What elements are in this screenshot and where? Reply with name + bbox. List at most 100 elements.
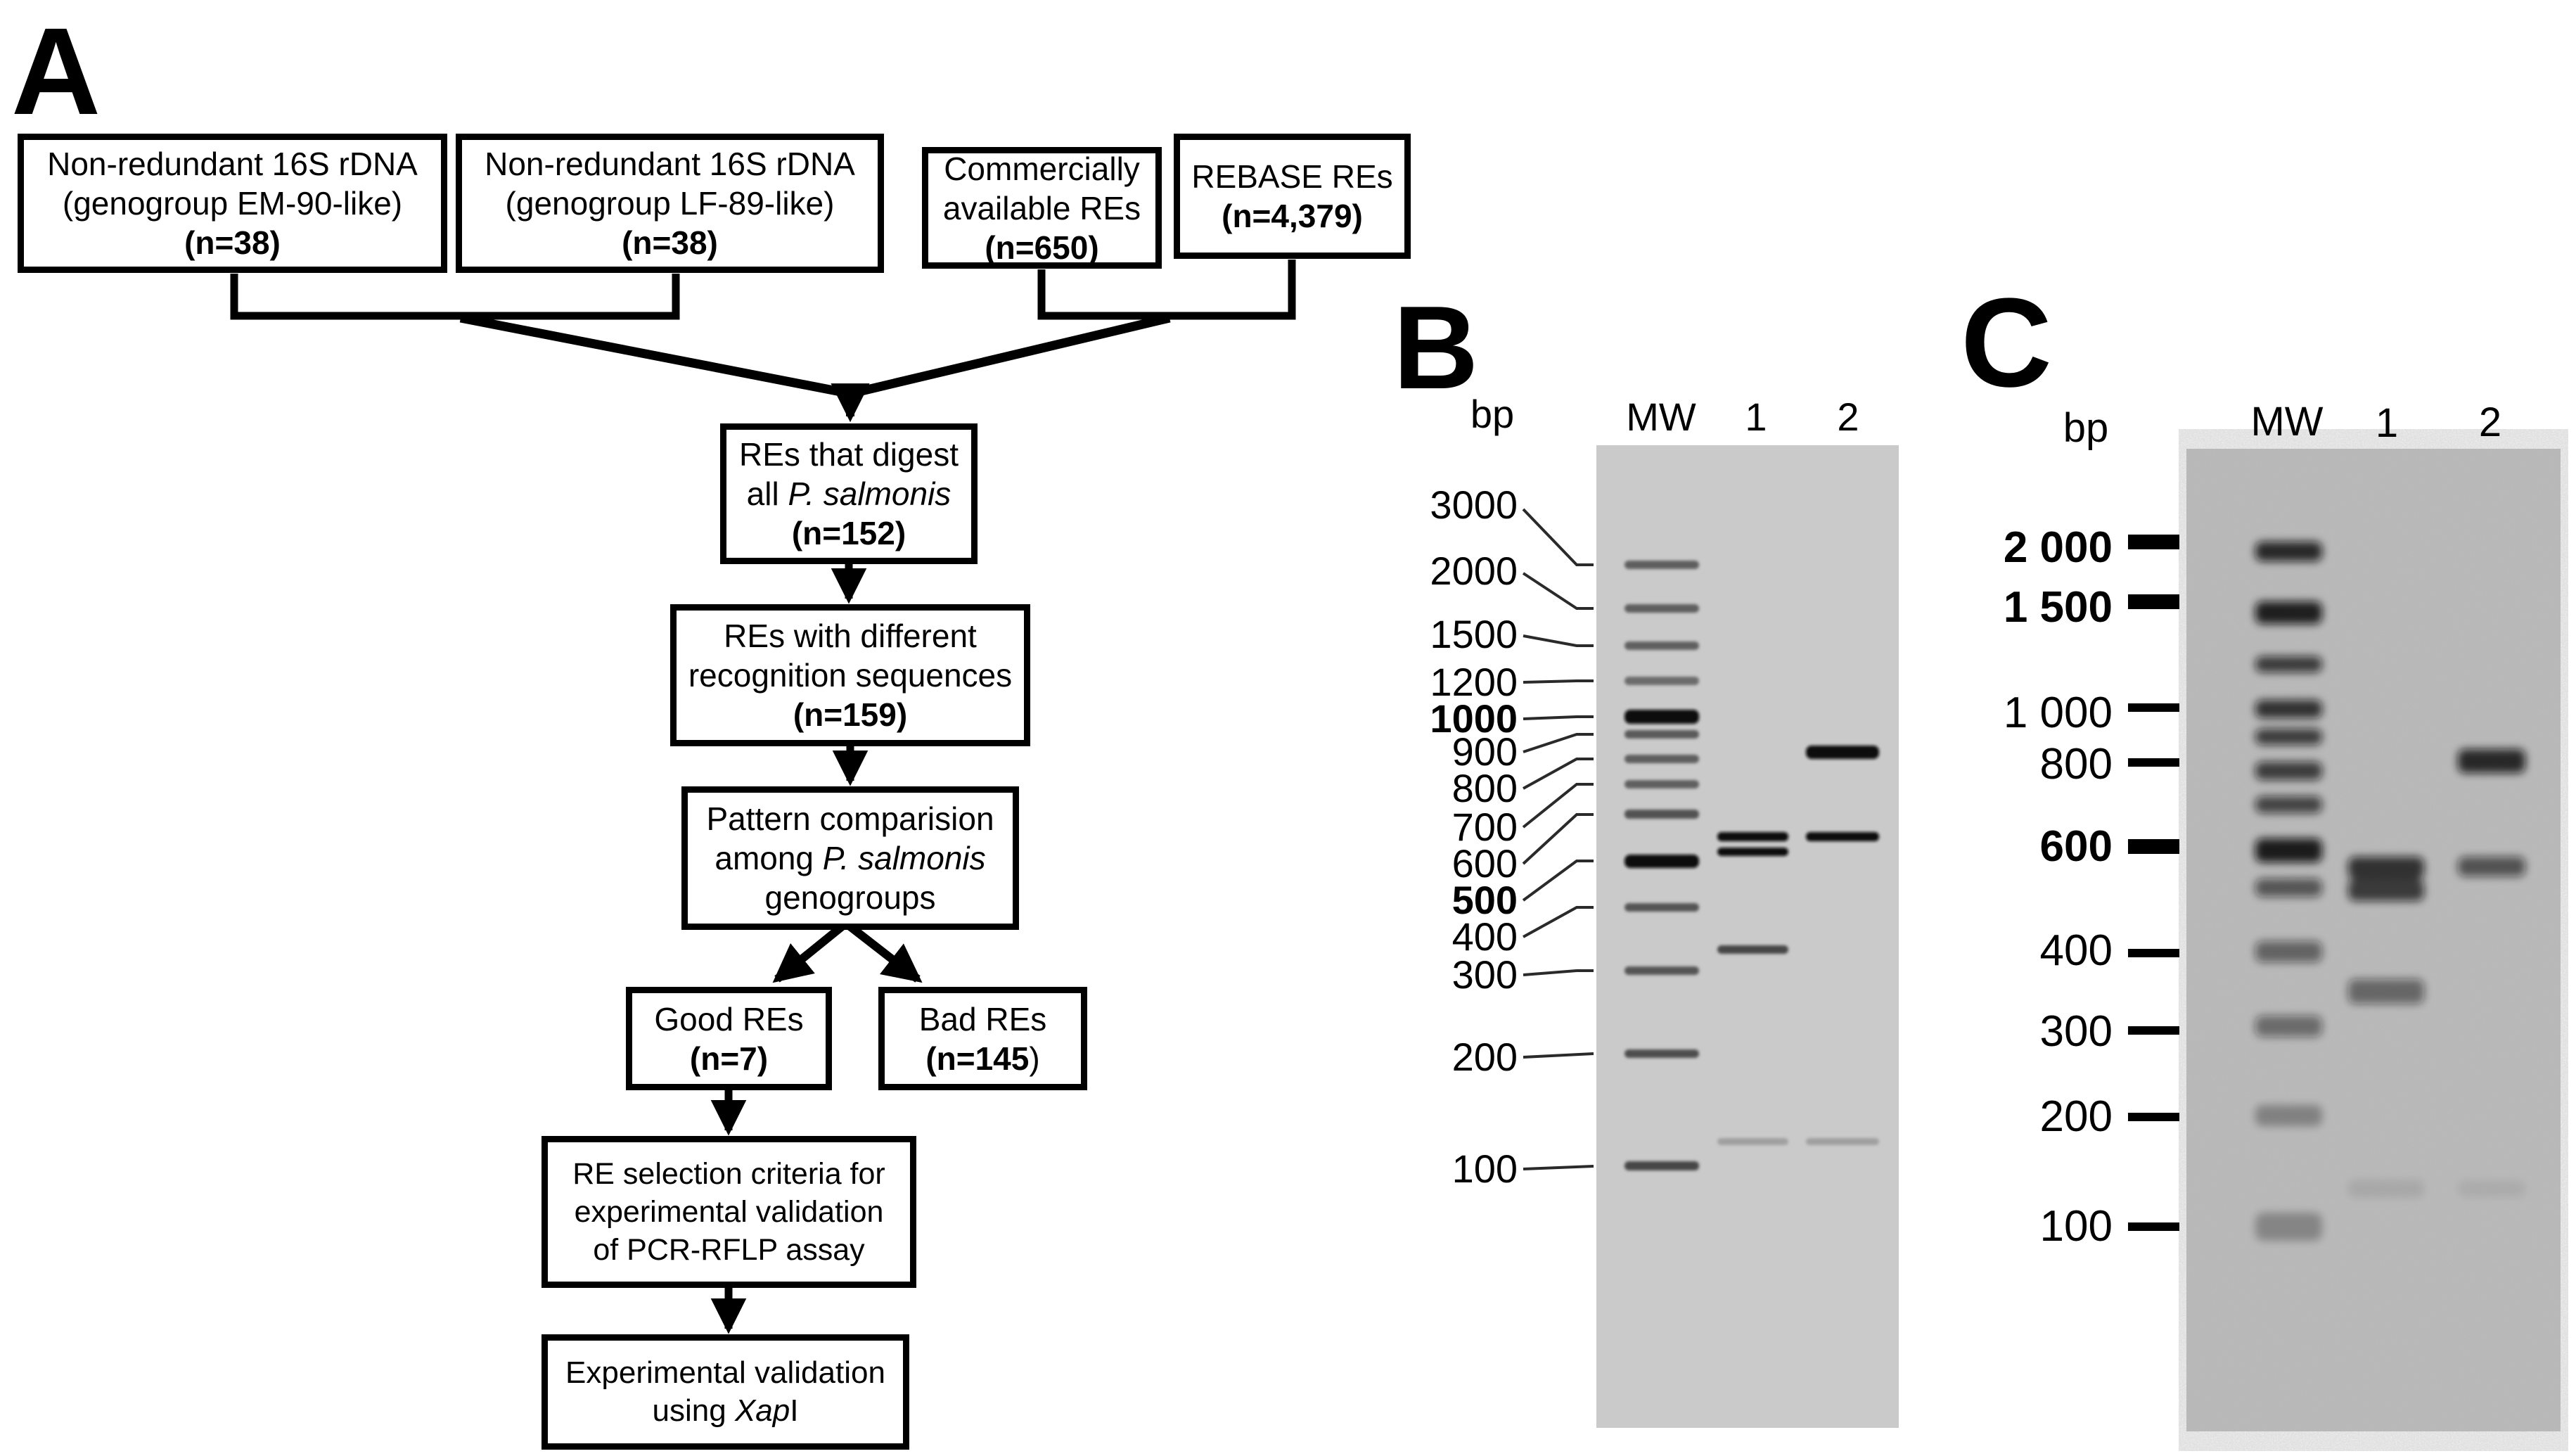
box-count: (n=4,379) — [1222, 198, 1363, 234]
ladder-label: 1 000 — [2004, 689, 2113, 737]
leader-line — [1523, 969, 1594, 976]
box-line: experimental validation — [574, 1195, 884, 1229]
ladder-label: 3000 — [1430, 483, 1518, 527]
ladder-label: 200 — [1452, 1035, 1518, 1079]
band — [2255, 729, 2322, 745]
band — [2348, 879, 2424, 901]
gel-b-ladder-labels: 3000 2000 1500 1200 1000 900 800 700 600… — [1430, 483, 1518, 1191]
box-line: Bad REs — [918, 1000, 1047, 1037]
band — [1625, 677, 1699, 685]
band — [1625, 855, 1699, 868]
band — [2255, 1016, 2322, 1037]
box-line: recognition sequences — [688, 657, 1013, 694]
merge-diagonal-left — [459, 313, 850, 398]
band — [1625, 966, 1699, 975]
arrow-pattern-good — [772, 921, 847, 983]
box-count: (n=145) — [925, 1039, 1039, 1078]
flowchart-box-em90: Non-redundant 16S rDNA (genogroup EM-90-… — [18, 134, 447, 273]
band — [1625, 1161, 1699, 1170]
tick — [2128, 1222, 2179, 1231]
box-line: Good REs — [654, 1000, 804, 1037]
ladder-label: 400 — [1452, 914, 1518, 959]
tick — [2128, 594, 2179, 609]
band — [1717, 1138, 1788, 1145]
band — [2255, 656, 2322, 672]
box-line-text: using — [652, 1393, 735, 1428]
flowchart-box-rebase: REBASE REs (n=4,379) — [1174, 134, 1411, 259]
ladder-label: 1500 — [1430, 612, 1518, 656]
gel-c-lane2 — [2458, 749, 2525, 1197]
box-count: (n=159) — [793, 696, 908, 733]
leader-line — [1523, 1165, 1594, 1170]
gel-b-lane2 — [1806, 746, 1879, 1145]
leader-line — [1523, 634, 1594, 647]
flowchart-box-validation: Experimental validation using XapI — [542, 1334, 909, 1450]
leader-line — [1522, 508, 1594, 566]
gel-c-bands — [2255, 542, 2525, 1241]
flowchart-connectors — [230, 260, 1296, 1334]
box-line-text: all — [746, 475, 788, 512]
gel-b-mw-lane — [1625, 561, 1699, 1170]
box-line: Non-redundant 16S rDNA — [485, 146, 855, 182]
tick — [2128, 949, 2179, 957]
band — [2458, 749, 2525, 773]
ladder-label: 800 — [1452, 766, 1518, 810]
gel-c-lane1 — [2348, 857, 2424, 1198]
gel-b-header-mw: MW — [1626, 395, 1696, 439]
box-line: RE selection criteria for — [572, 1157, 885, 1191]
band — [2255, 796, 2322, 813]
ladder-label: 800 — [2040, 740, 2113, 788]
ladder-label: 300 — [2040, 1007, 2113, 1056]
band — [1625, 780, 1699, 788]
ladder-label: 600 — [1452, 841, 1518, 886]
box-line: of PCR-RFLP assay — [593, 1233, 865, 1267]
gel-c-ladder-labels: 2 000 1 500 1 000 800 600 400 300 200 10… — [2004, 523, 2113, 1251]
flowchart-box-good-res: Good REs (n=7) — [626, 987, 832, 1090]
ladder-label: 400 — [2040, 926, 2113, 975]
leader-line — [1522, 572, 1594, 610]
ladder-label: 500 — [1452, 878, 1518, 922]
band — [2255, 700, 2322, 718]
box-line: genogroups — [764, 879, 936, 916]
ladder-label: 2 000 — [2004, 523, 2113, 572]
box-line-text: among — [715, 840, 823, 876]
band — [1806, 832, 1879, 841]
ladder-label: 900 — [1452, 729, 1518, 774]
ladder-label: 100 — [2040, 1202, 2113, 1251]
box-count-text: (n=145 — [925, 1040, 1030, 1077]
box-line: REs with different — [724, 618, 977, 654]
gel-b-bands — [1625, 561, 1879, 1170]
ladder-label: 1200 — [1430, 660, 1518, 704]
flowchart-box-commercial: Commercially available REs (n=650) — [922, 147, 1162, 269]
band — [1625, 710, 1699, 724]
band — [2458, 857, 2525, 876]
band — [1625, 641, 1699, 650]
band — [2255, 838, 2322, 862]
band — [2255, 762, 2322, 780]
band — [2458, 1180, 2525, 1197]
tick — [2128, 1113, 2179, 1121]
band — [1625, 561, 1699, 569]
tick — [2128, 703, 2179, 712]
gel-c-unit-label: bp — [2063, 405, 2109, 451]
flowchart-box-digest: REs that digest all P. salmonis (n=152) — [720, 423, 978, 564]
box-line: REBASE REs — [1191, 158, 1393, 195]
tick — [2128, 535, 2179, 549]
gel-b-unit-label: bp — [1470, 392, 1514, 436]
leader-line — [1523, 758, 1594, 790]
band — [2348, 1180, 2424, 1198]
flowchart-box-lf89: Non-redundant 16S rDNA (genogroup LF-89-… — [456, 134, 884, 273]
bracket-left — [230, 274, 680, 320]
box-line: Commercially — [944, 150, 1140, 187]
gel-c-ticks — [2128, 535, 2179, 1231]
band — [2255, 941, 2322, 962]
enzyme-name: Xap — [734, 1393, 790, 1428]
band — [1717, 832, 1788, 841]
leader-line — [1523, 715, 1594, 720]
panel-b-label: B — [1393, 281, 1479, 414]
leader-line — [1523, 679, 1594, 684]
box-line: (genogroup EM-90-like) — [62, 185, 403, 222]
gel-c-header-mw: MW — [2250, 399, 2323, 445]
flowchart-box-criteria: RE selection criteria for experimental v… — [542, 1136, 916, 1288]
